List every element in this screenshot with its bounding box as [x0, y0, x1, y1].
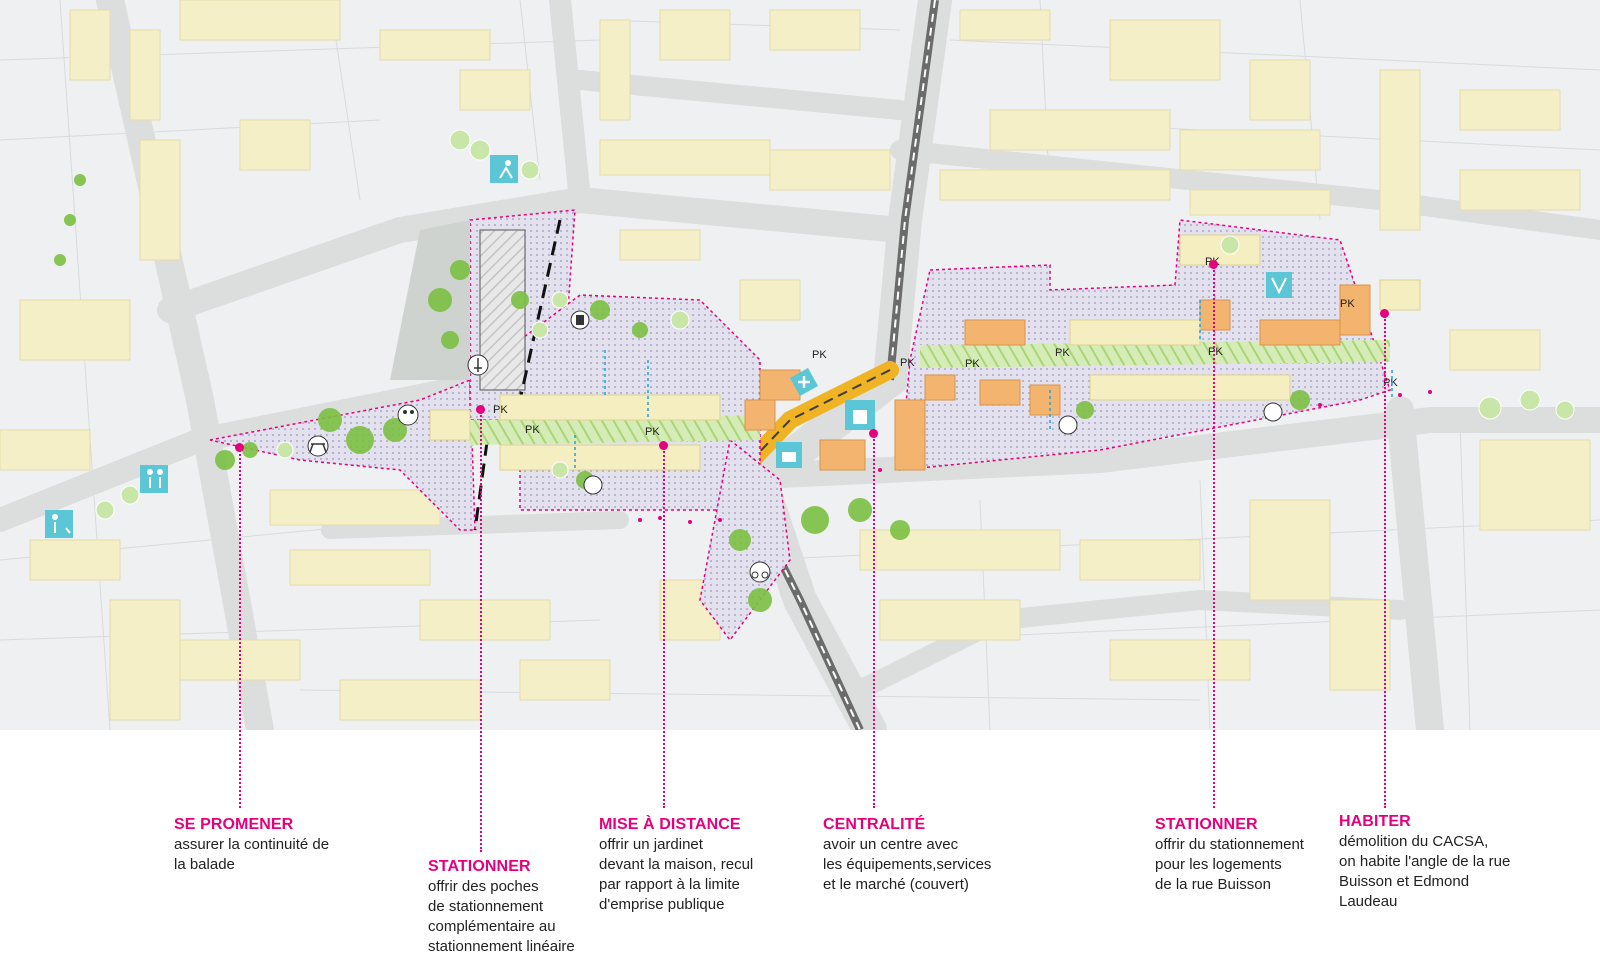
walking-person-icon	[467, 354, 489, 376]
marker-mise-a-distance	[659, 441, 668, 450]
pk-label-4: PK	[812, 349, 827, 361]
pk-label-1: PK	[493, 404, 508, 416]
annotation-title: HABITER	[1339, 813, 1411, 830]
map-drawing: PK PK PK PK PK PK PK PK PK PK PK	[0, 0, 1600, 730]
waste-bin-icon	[570, 310, 590, 330]
marker-habiter	[1380, 309, 1389, 318]
pharmacy-cross-icon	[790, 368, 818, 396]
annotation-title: STATIONNER	[428, 858, 531, 875]
annotation-desc: assurer la continuité de la balade	[174, 836, 330, 873]
marker-stationner-2	[1209, 260, 1218, 269]
annotation-centralite: CENTRALITÉ avoir un centre avec les équi…	[823, 815, 991, 895]
annotation-mise-a-distance: MISE À DISTANCE offrir un jardinet devan…	[599, 815, 753, 915]
site-plan-map: PK PK PK PK PK PK PK PK PK PK PK	[0, 0, 1600, 730]
annotation-habiter: HABITER démolition du CACSA, on habite l…	[1339, 812, 1510, 912]
leader-centralite	[873, 436, 875, 808]
marker-centralite	[869, 429, 878, 438]
picnic-table-icon	[307, 435, 329, 457]
annotation-stationner-2: STATIONNER offrir du stationnement pour …	[1155, 815, 1304, 895]
pk-label-7: PK	[1055, 347, 1070, 359]
annotation-desc: offrir un jardinet devant la maison, rec…	[599, 836, 754, 913]
pk-label-5: PK	[900, 357, 915, 369]
leader-stationner-1	[480, 412, 482, 852]
wheelchair-icon	[583, 402, 1283, 495]
market-stall-icon	[845, 400, 875, 430]
pk-label-10: PK	[1340, 298, 1355, 310]
leader-habiter	[1384, 316, 1386, 808]
playground-icon	[397, 404, 419, 426]
annotation-desc: offrir des poches de stationnement compl…	[428, 878, 575, 955]
bicycle-icon	[749, 561, 771, 583]
annotation-desc: démolition du CACSA, on habite l'angle d…	[1339, 833, 1511, 910]
leader-stationner-2	[1213, 267, 1215, 808]
annotation-title: SE PROMENER	[174, 816, 294, 833]
marker-se-promener	[235, 443, 244, 452]
pk-label-8: PK	[1208, 346, 1223, 358]
pk-label-3: PK	[645, 426, 660, 438]
annotation-title: CENTRALITÉ	[823, 816, 926, 833]
pk-label-6: PK	[965, 358, 980, 370]
dog-walker-icon	[45, 510, 73, 538]
leader-se-promener	[239, 450, 241, 808]
pk-label-11: PK	[1383, 377, 1398, 389]
annotation-stationner-1: STATIONNER offrir des poches de stationn…	[428, 857, 575, 957]
soccer-player-icon	[490, 155, 518, 183]
children-icon	[140, 465, 168, 493]
swing-icon	[1266, 272, 1292, 298]
annotation-se-promener: SE PROMENER assurer la continuité de la …	[174, 815, 329, 875]
kiosk-icon	[776, 442, 802, 468]
annotation-desc: offrir du stationnement pour les logemen…	[1155, 836, 1304, 893]
annotation-desc: avoir un centre avec les équipements,ser…	[823, 836, 992, 893]
pk-label-2: PK	[525, 424, 540, 436]
annotation-title: MISE À DISTANCE	[599, 816, 741, 833]
annotation-title: STATIONNER	[1155, 816, 1258, 833]
marker-stationner-1	[476, 405, 485, 414]
leader-mise-a-distance	[663, 448, 665, 808]
